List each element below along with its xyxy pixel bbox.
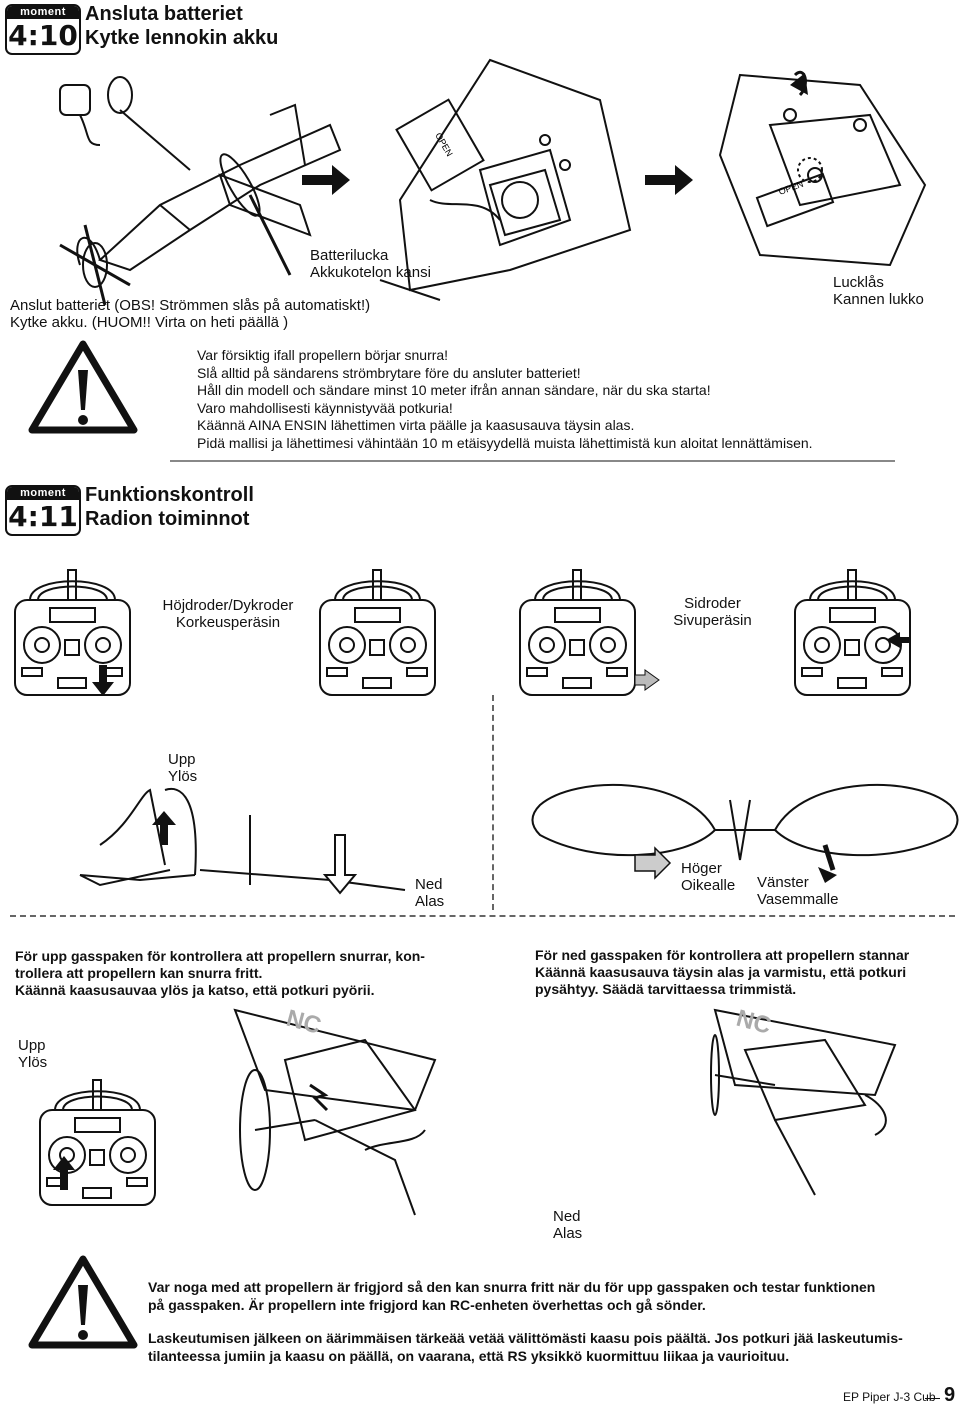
rudder-caption-sv: Sidroder bbox=[684, 595, 741, 612]
open-label-2: OPEN bbox=[777, 179, 804, 197]
warning-line: Varo mahdollisesti käynnistyvää potkuria… bbox=[197, 399, 453, 416]
up-sv: Upp bbox=[18, 1037, 46, 1054]
up-fi: Ylös bbox=[168, 768, 198, 785]
plane-prop-spinning-illustration: NC bbox=[233, 1005, 437, 1216]
tail-elevator-illustration bbox=[79, 788, 406, 895]
warning-line: Var försiktig ifall propellern börjar sn… bbox=[197, 347, 449, 363]
throttle-up-caption: Upp Ylös bbox=[18, 1037, 47, 1071]
warning-line: Pidä mallisi ja lähettimesi vähintään 10… bbox=[197, 434, 813, 451]
title-swedish: Funktionskontroll bbox=[85, 484, 254, 506]
divider-vertical bbox=[492, 695, 494, 910]
throttle-up-line: Käännä kaasusauvaa ylös ja katso, että p… bbox=[15, 982, 375, 998]
throttle-down-line: Käännä kaasusauva täysin alas ja varmist… bbox=[535, 964, 907, 980]
up-sv: Upp bbox=[168, 751, 196, 768]
warning-line: på gasspaken. Är propellern inte frigjor… bbox=[148, 1296, 706, 1313]
moment-badge-411: moment 4:11 bbox=[5, 485, 81, 536]
warning-text-1: Var försiktig ifall propellern börjar sn… bbox=[197, 347, 813, 452]
elevator-up-caption: Upp Ylös bbox=[168, 751, 197, 785]
down-fi: Alas bbox=[553, 1225, 583, 1242]
tail-rudder-illustration bbox=[531, 784, 959, 883]
elevator-caption: Höjdroder/Dykroder Korkeusperäsin bbox=[158, 597, 298, 631]
section-title-410: Ansluta batteriet Kytke lennokin akku bbox=[85, 2, 278, 50]
section-title-411: Funktionskontroll Radion toiminnot bbox=[85, 483, 254, 531]
elevator-caption-fi: Korkeusperäsin bbox=[175, 614, 281, 631]
elevator-caption-sv: Höjdroder/Dykroder bbox=[162, 597, 294, 614]
transmitter-illustration bbox=[519, 569, 660, 696]
battery-caption: Anslut batteriet (OBS! Strömmen slås på … bbox=[10, 297, 370, 331]
transmitter-illustration bbox=[39, 1079, 156, 1206]
rudder-caption: Sidroder Sivuperäsin bbox=[665, 595, 760, 629]
tail-text: NC bbox=[283, 1005, 323, 1040]
badge-label: moment bbox=[7, 6, 79, 19]
rudder-left-caption: Vänster Vasemmalle bbox=[757, 874, 838, 908]
transmitter-illustration bbox=[14, 569, 131, 696]
footer-rule bbox=[925, 1398, 940, 1399]
page-number: 9 bbox=[944, 1384, 956, 1406]
down-sv: Ned bbox=[415, 876, 443, 893]
right-sv: Höger bbox=[681, 860, 722, 877]
warning-triangle-icon bbox=[28, 1255, 138, 1349]
lock-caption: Lucklås Kannen lukko bbox=[833, 274, 924, 308]
rudder-right-caption: Höger Oikealle bbox=[681, 860, 735, 894]
arrow-right-icon bbox=[645, 165, 693, 195]
moment-badge-410: moment 4:10 bbox=[5, 4, 81, 55]
down-sv: Ned bbox=[553, 1208, 581, 1225]
throttle-up-text: För upp gasspaken för kontrollera att pr… bbox=[15, 948, 455, 999]
divider-dashed bbox=[10, 915, 955, 917]
hatch-caption-sv: Batterilucka bbox=[310, 247, 389, 264]
battery-caption-fi: Kytke akku. (HUOM!! Virta on heti päällä… bbox=[10, 314, 289, 331]
warning-line: Håll din modell och sändare minst 10 met… bbox=[197, 382, 711, 398]
throttle-down-caption: Ned Alas bbox=[553, 1208, 582, 1242]
battery-caption-sv: Anslut batteriet (OBS! Strömmen slås på … bbox=[10, 297, 371, 314]
throttle-down-text: För ned gasspaken för kontrollera att pr… bbox=[535, 947, 955, 998]
transmitter-illustration bbox=[319, 569, 436, 696]
left-sv: Vänster bbox=[757, 874, 809, 891]
elevator-down-caption: Ned Alas bbox=[415, 876, 444, 910]
right-fi: Oikealle bbox=[681, 877, 736, 894]
badge-number: 4:10 bbox=[8, 19, 78, 52]
footer-product: EP Piper J-3 Cub bbox=[843, 1390, 936, 1404]
warning-line: Slå alltid på sändarens strömbrytare för… bbox=[197, 364, 581, 381]
throttle-down-line: För ned gasspaken för kontrollera att pr… bbox=[535, 947, 910, 963]
rudder-caption-fi: Sivuperäsin bbox=[673, 612, 752, 629]
warning-line: Var noga med att propellern är frigjord … bbox=[148, 1279, 876, 1295]
airplane-battery-illustration bbox=[59, 76, 342, 306]
divider bbox=[170, 460, 895, 462]
throttle-up-line: trollera att propellern kan snurra fritt… bbox=[15, 965, 263, 981]
down-fi: Alas bbox=[415, 893, 445, 910]
left-fi: Vasemmalle bbox=[757, 891, 839, 908]
lock-caption-fi: Kannen lukko bbox=[833, 291, 924, 308]
badge-label: moment bbox=[7, 487, 79, 500]
throttle-down-line: pysähtyy. Säädä tarvittaessa trimmistä. bbox=[535, 981, 797, 997]
warning-line: Käännä AINA ENSIN lähettimen virta pääll… bbox=[197, 417, 635, 433]
throttle-up-line: För upp gasspaken för kontrollera att pr… bbox=[15, 948, 425, 964]
battery-hatch-illustration: OPEN bbox=[379, 58, 632, 301]
badge-number: 4:11 bbox=[8, 500, 78, 533]
title-swedish: Ansluta batteriet bbox=[85, 3, 243, 25]
hatch-caption-fi: Akkukotelon kansi bbox=[310, 264, 431, 281]
plane-prop-stopped-illustration: NC bbox=[710, 1005, 897, 1196]
warning-line: Laskeutumisen jälkeen on äärimmäisen tär… bbox=[148, 1330, 903, 1346]
up-fi: Ylös bbox=[18, 1054, 48, 1071]
warning-triangle-icon bbox=[28, 340, 138, 434]
arrow-right-icon bbox=[302, 165, 350, 195]
tail-text-2: NC bbox=[733, 1005, 773, 1040]
title-finnish: Radion toiminnot bbox=[85, 508, 250, 530]
warning-text-2: Var noga med att propellern är frigjord … bbox=[148, 1279, 903, 1365]
title-finnish: Kytke lennokin akku bbox=[85, 27, 279, 49]
transmitter-illustration bbox=[794, 569, 911, 696]
lock-caption-sv: Lucklås bbox=[833, 274, 884, 291]
hatch-lock-illustration: OPEN bbox=[718, 71, 927, 267]
hatch-caption: Batterilucka Akkukotelon kansi bbox=[310, 247, 431, 281]
warning-line: tilanteessa jumiin ja kaasu on päällä, o… bbox=[148, 1347, 790, 1364]
